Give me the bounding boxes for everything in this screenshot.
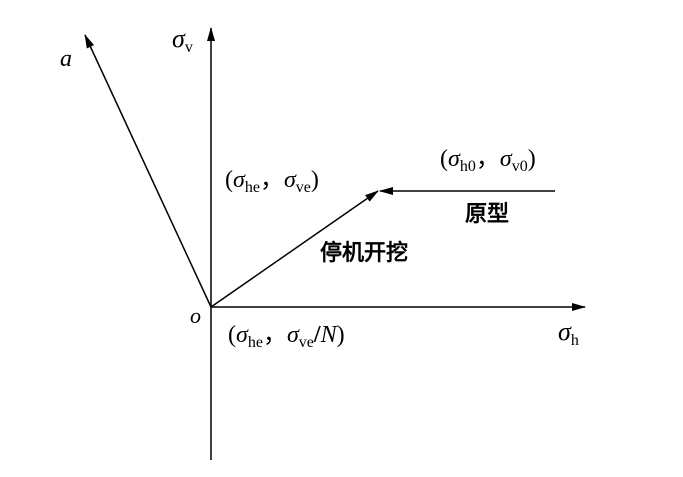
excavation-path-arrow: [210, 190, 379, 308]
vertical-axis-label: σv: [172, 24, 193, 56]
excavation-point-label: (σhe，σve): [225, 167, 319, 196]
oblique-axis-label: a: [60, 46, 72, 72]
origin-point-label: (σhe，σve/N): [228, 322, 345, 351]
prototype-label: 原型: [465, 202, 509, 227]
horizontal-axis-label: σh: [558, 317, 579, 349]
prototype-point-label: (σh0，σv0): [440, 146, 536, 175]
stop-excavation-label: 停机开挖: [320, 240, 408, 266]
oblique-axis-a: [84, 34, 212, 308]
origin-label: o: [190, 303, 201, 328]
